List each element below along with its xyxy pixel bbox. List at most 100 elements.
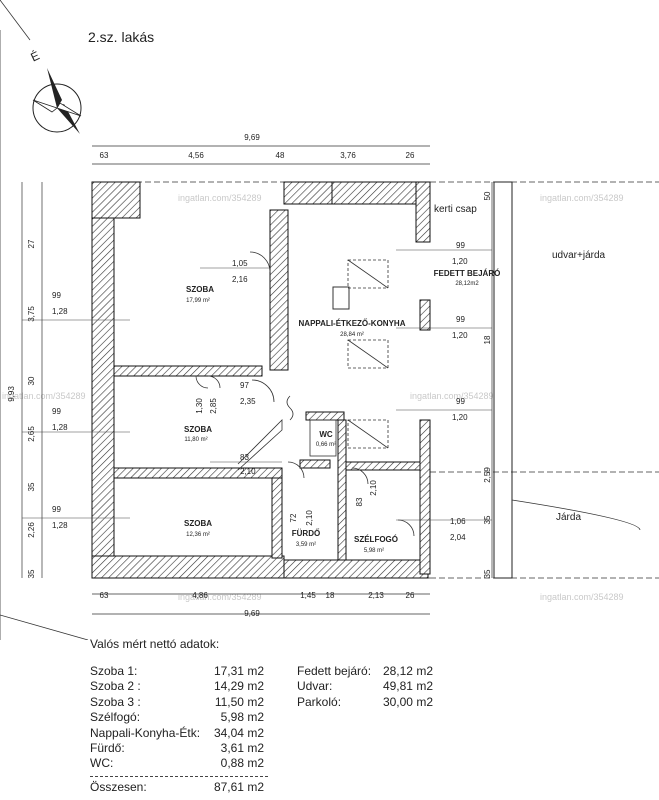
door-swings bbox=[195, 251, 415, 537]
yard-label: udvar+járda bbox=[552, 250, 606, 261]
opening-size: 83 bbox=[240, 453, 249, 462]
watermark: ingatlan.com/354289 bbox=[178, 592, 262, 602]
opening-size: 1,20 bbox=[452, 331, 468, 340]
summary-label: Fürdő: bbox=[90, 740, 125, 755]
dim-left-seg: 3,75 bbox=[27, 306, 36, 322]
opening-size: 1,20 bbox=[452, 413, 468, 422]
opening-size: 2,16 bbox=[232, 275, 248, 284]
summary-value: 30,00 m2 bbox=[382, 694, 433, 709]
opening-size: 99 bbox=[456, 315, 465, 324]
walkway-label: Járda bbox=[556, 512, 581, 523]
dim-bottom-seg: 2,13 bbox=[368, 591, 384, 600]
opening-size: 2,35 bbox=[240, 397, 256, 406]
summary-right-list: Fedett bejáró:28,12 m2 Udvar:49,81 m2 Pa… bbox=[297, 664, 433, 710]
opening-markers bbox=[22, 249, 492, 521]
opening-size: 1,06 bbox=[450, 517, 466, 526]
room-area: 28,12m2 bbox=[455, 281, 479, 287]
summary-row: WC: 0,88 m2 bbox=[90, 756, 264, 771]
room-area: 28,84 m² bbox=[340, 332, 364, 338]
opening-size: 1,28 bbox=[52, 307, 68, 316]
opening-size: 1,05 bbox=[232, 259, 248, 268]
summary-value: 28,12 m2 bbox=[382, 664, 433, 678]
dim-left-seg: 35 bbox=[27, 569, 36, 578]
summary-label: Szoba 2 : bbox=[90, 679, 141, 694]
summary-value: 5,98 m2 bbox=[220, 710, 264, 725]
plan-title: 2.sz. lakás bbox=[88, 29, 155, 45]
summary-value: 17,31 m2 bbox=[213, 664, 264, 678]
dim-left-seg: 27 bbox=[27, 239, 36, 248]
opening-size: 99 bbox=[456, 397, 465, 406]
room-labels: SZOBA 17,99 m² SZOBA 11,80 m² SZOBA 12,3… bbox=[184, 269, 500, 554]
summary-label: Nappali-Konyha-Étk: bbox=[90, 725, 201, 740]
summary-label: Szoba 1: bbox=[90, 664, 138, 678]
summary-row: Fürdő:3,61 m2 bbox=[90, 741, 264, 756]
dims-right: 50 18 2,59 35 35 bbox=[483, 191, 492, 578]
room-name: SZÉLFOGÓ bbox=[354, 535, 398, 544]
floor-plan: ingatlan.com/354289 ingatlan.com/354289 … bbox=[0, 0, 659, 640]
room-area: 12,36 m² bbox=[186, 532, 210, 538]
dim-left-total: 9,93 bbox=[7, 386, 16, 402]
opening-labels: 99 1,28 99 1,28 99 1,28 1,05 2,16 97 2,3… bbox=[52, 241, 468, 542]
total-divider bbox=[90, 776, 268, 777]
dims-bottom: 63 4,86 1,45 18 2,13 26 9,69 bbox=[100, 591, 415, 618]
dim-top-total: 9,69 bbox=[244, 133, 260, 142]
dim-top-seg: 48 bbox=[276, 151, 285, 160]
summary-row: Nappali-Konyha-Étk:34,04 m2 bbox=[90, 726, 264, 741]
summary-row: Parkoló: 30,00 m2 bbox=[297, 695, 433, 710]
total-value: 87,61 m2 bbox=[213, 780, 264, 794]
summary-value: 11,50 m2 bbox=[214, 694, 264, 709]
room-area: 5,98 m² bbox=[364, 548, 384, 554]
watermark: ingatlan.com/354289 bbox=[540, 193, 624, 203]
opening-size: 1,20 bbox=[452, 257, 468, 266]
summary-row: Szoba 1: 17,31 m2 bbox=[90, 664, 264, 679]
dimension-lines bbox=[21, 145, 493, 615]
dim-bottom-seg: 1,45 bbox=[300, 591, 316, 600]
summary-label: Szélfogó: bbox=[90, 710, 141, 725]
room-name: SZOBA bbox=[186, 285, 214, 294]
watermark: ingatlan.com/354289 bbox=[178, 193, 262, 203]
room-area: 11,80 m² bbox=[184, 437, 207, 443]
summary-total-row: Összesen: 87,61 m2 bbox=[90, 780, 264, 795]
room-name: FÜRDŐ bbox=[292, 529, 320, 538]
opening-size: 2,10 bbox=[240, 467, 256, 476]
opening-size: 99 bbox=[52, 291, 61, 300]
opening-size: 2,10 bbox=[305, 510, 314, 526]
dim-left-seg: 2,65 bbox=[27, 426, 36, 442]
opening-size: 1,30 bbox=[195, 398, 204, 414]
north-arrow-icon: É bbox=[28, 47, 82, 134]
summary-value: 49,81 m2 bbox=[382, 679, 433, 694]
dims-left: 9,93 27 3,75 30 2,65 35 2,26 35 bbox=[7, 239, 36, 578]
dim-left-seg: 2,26 bbox=[27, 522, 36, 538]
room-name: FEDETT BEJÁRÓ bbox=[434, 269, 501, 278]
room-name: SZOBA bbox=[184, 425, 212, 434]
dim-top-seg: 26 bbox=[406, 151, 415, 160]
outdoor-labels: kerti csap udvar+járda Járda bbox=[434, 204, 606, 523]
summary-label: Parkoló: bbox=[297, 694, 342, 709]
total-label: Összesen: bbox=[90, 780, 147, 794]
dim-bottom-seg: 26 bbox=[406, 591, 415, 600]
summary-value: 14,29 m2 bbox=[213, 679, 264, 694]
opening-size: 1,28 bbox=[52, 423, 68, 432]
dim-right-seg: 50 bbox=[483, 191, 492, 200]
dim-top-seg: 4,56 bbox=[188, 151, 204, 160]
summary-row: Szoba 3 : 11,50 m2 bbox=[90, 695, 264, 710]
dim-left-seg: 35 bbox=[27, 482, 36, 491]
summary-row: Szoba 2 : 14,29 m2 bbox=[90, 679, 264, 694]
opening-size: 83 bbox=[355, 497, 364, 506]
summary-label: Fedett bejáró: bbox=[297, 664, 372, 678]
opening-size: 97 bbox=[240, 381, 249, 390]
summary-left-list: Szoba 1: 17,31 m2 Szoba 2 : 14,29 m2 Szoba… bbox=[90, 664, 264, 772]
summary-label: Szoba 3 : bbox=[90, 694, 141, 709]
room-name: WC bbox=[319, 430, 333, 439]
watermark: ingatlan.com/354289 bbox=[540, 592, 624, 602]
dim-left-seg: 30 bbox=[27, 376, 36, 385]
dim-top-seg: 3,76 bbox=[340, 151, 356, 160]
summary-label: WC: bbox=[90, 756, 114, 771]
opening-size: 1,28 bbox=[52, 521, 68, 530]
summary-total: Összesen: 87,61 m2 bbox=[90, 780, 264, 795]
opening-size: 2,04 bbox=[450, 533, 466, 542]
summary-value: 0,88 m2 bbox=[220, 756, 264, 771]
dims-top: 9,69 63 4,56 48 3,76 26 bbox=[100, 133, 415, 160]
dim-bottom-seg: 4,86 bbox=[192, 591, 208, 600]
summary-heading: Valós mért nettó adatok: bbox=[90, 637, 220, 651]
